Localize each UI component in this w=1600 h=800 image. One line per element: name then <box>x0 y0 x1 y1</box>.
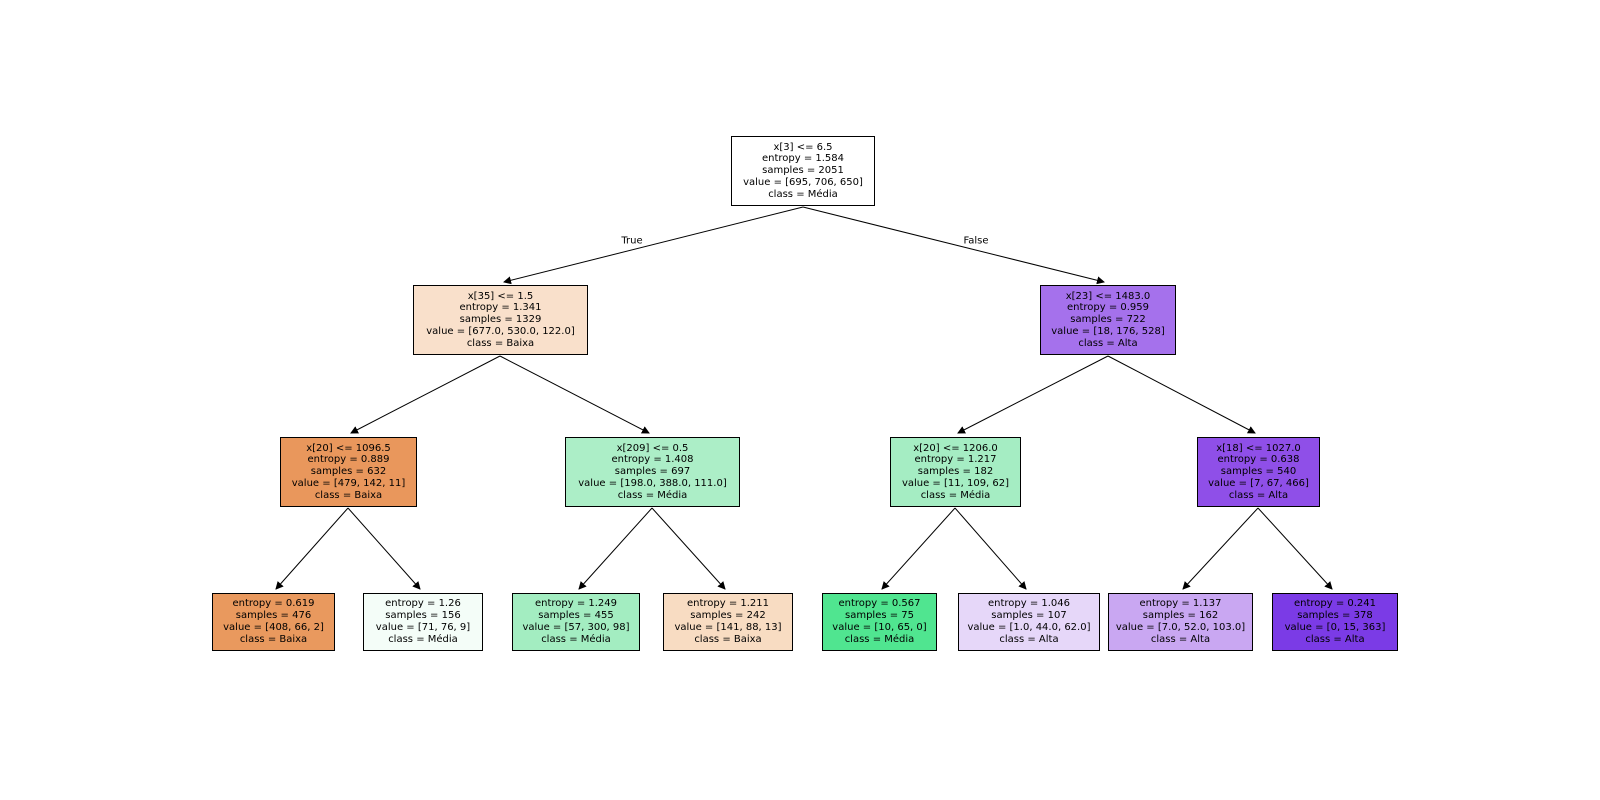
node-condition: x[23] <= 1483.0 <box>1065 290 1151 302</box>
edge-n4-right <box>651 507 726 590</box>
node-class: class = Alta <box>1228 489 1289 501</box>
node-samples: samples = 455 <box>538 610 614 622</box>
node-samples: samples = 476 <box>235 610 312 622</box>
node-value: value = [141, 88, 13] <box>674 622 782 633</box>
node-value: value = [0, 15, 363] <box>1284 622 1386 633</box>
node-samples: samples = 540 <box>1220 466 1297 478</box>
node-entropy: entropy = 1.211 <box>686 598 770 610</box>
edge-label-false: False <box>963 235 989 247</box>
edge-n3-left <box>275 507 349 590</box>
node-entropy: entropy = 1.341 <box>459 302 542 314</box>
node-condition: x[35] <= 1.5 <box>467 290 534 302</box>
edge-label-true: True <box>621 235 643 247</box>
node-value: value = [695, 706, 650] <box>743 176 863 188</box>
tree-node-l3-3: x[20] <= 1206.0 entropy = 1.217 samples … <box>890 437 1021 507</box>
node-samples: samples = 162 <box>1142 610 1219 622</box>
node-value: value = [71, 76, 9] <box>375 622 471 633</box>
edge-n3-right <box>347 507 421 590</box>
node-entropy: entropy = 1.584 <box>761 153 845 165</box>
tree-leaf-7: entropy = 1.137 samples = 162 value = [7… <box>1108 593 1253 651</box>
node-condition: x[20] <= 1206.0 <box>913 442 998 454</box>
node-value: value = [1.0, 44.0, 62.0] <box>967 622 1091 633</box>
node-entropy: entropy = 1.217 <box>914 454 997 466</box>
node-value: value = [10, 65, 0] <box>832 622 927 633</box>
node-samples: samples = 632 <box>310 466 387 478</box>
node-class: class = Baixa <box>694 633 762 645</box>
edge-n5-right <box>954 507 1027 590</box>
tree-leaf-3: entropy = 1.249 samples = 455 value = [5… <box>512 593 640 651</box>
node-samples: samples = 107 <box>991 610 1067 622</box>
tree-node-l3-1: x[20] <= 1096.5 entropy = 0.889 samples … <box>280 437 417 507</box>
node-samples: samples = 1329 <box>459 314 542 326</box>
node-class: class = Média <box>844 633 915 645</box>
tree-leaf-4: entropy = 1.211 samples = 242 value = [1… <box>663 593 793 651</box>
node-class: class = Média <box>541 633 611 645</box>
node-entropy: entropy = 0.619 <box>232 598 315 610</box>
node-entropy: entropy = 0.959 <box>1066 302 1150 314</box>
edge-n1-right <box>499 355 650 434</box>
tree-node-l2-right: x[23] <= 1483.0 entropy = 0.959 samples … <box>1040 285 1176 355</box>
node-entropy: entropy = 1.249 <box>534 598 618 610</box>
node-value: value = [7.0, 52.0, 103.0] <box>1115 622 1246 633</box>
tree-leaf-5: entropy = 0.567 samples = 75 value = [10… <box>822 593 937 651</box>
edge-n1-left <box>350 355 501 434</box>
node-class: class = Alta <box>1078 337 1138 349</box>
node-samples: samples = 722 <box>1070 314 1146 326</box>
tree-leaf-1: entropy = 0.619 samples = 476 value = [4… <box>212 593 335 651</box>
node-samples: samples = 2051 <box>762 165 844 177</box>
tree-leaf-2: entropy = 1.26 samples = 156 value = [71… <box>363 593 483 651</box>
node-value: value = [408, 66, 2] <box>223 622 324 633</box>
node-value: value = [18, 176, 528] <box>1051 325 1165 337</box>
node-samples: samples = 75 <box>844 610 915 622</box>
node-entropy: entropy = 1.408 <box>611 454 694 466</box>
edge-n2-left <box>957 355 1109 434</box>
node-condition: x[3] <= 6.5 <box>773 141 833 153</box>
tree-leaf-6: entropy = 1.046 samples = 107 value = [1… <box>958 593 1100 651</box>
tree-node-l3-2: x[209] <= 0.5 entropy = 1.408 samples = … <box>565 437 740 507</box>
node-value: value = [11, 109, 62] <box>901 477 1010 489</box>
node-entropy: entropy = 1.046 <box>987 598 1071 610</box>
node-samples: samples = 697 <box>614 466 691 478</box>
node-condition: x[18] <= 1027.0 <box>1216 442 1301 454</box>
node-entropy: entropy = 1.26 <box>385 598 461 610</box>
node-entropy: entropy = 0.638 <box>1217 454 1300 466</box>
node-class: class = Média <box>768 188 838 200</box>
edge-root-true <box>503 206 804 285</box>
node-class: class = Média <box>388 633 458 645</box>
edge-root-false <box>802 206 1105 285</box>
edge-n2-right <box>1107 355 1256 434</box>
node-value: value = [198.0, 388.0, 111.0] <box>578 477 727 489</box>
tree-leaf-8: entropy = 0.241 samples = 378 value = [0… <box>1272 593 1398 651</box>
node-condition: x[209] <= 0.5 <box>616 442 689 454</box>
edge-n4-left <box>578 507 653 590</box>
node-class: class = Alta <box>1305 633 1365 645</box>
edge-n5-left <box>881 507 956 590</box>
node-value: value = [677.0, 530.0, 122.0] <box>426 325 575 337</box>
tree-node-root: x[3] <= 6.5 entropy = 1.584 samples = 20… <box>731 136 875 206</box>
node-entropy: entropy = 0.567 <box>838 598 921 610</box>
node-samples: samples = 242 <box>690 610 766 622</box>
edge-n6-left <box>1182 507 1259 590</box>
node-class: class = Média <box>617 489 688 501</box>
node-samples: samples = 156 <box>385 610 461 622</box>
node-class: class = Alta <box>1150 633 1211 645</box>
node-class: class = Baixa <box>466 337 535 349</box>
node-class: class = Alta <box>999 633 1059 645</box>
node-value: value = [57, 300, 98] <box>522 622 630 633</box>
node-class: class = Média <box>920 489 991 501</box>
node-samples: samples = 182 <box>917 466 994 478</box>
tree-node-l2-left: x[35] <= 1.5 entropy = 1.341 samples = 1… <box>413 285 588 355</box>
node-value: value = [479, 142, 11] <box>291 477 406 489</box>
node-entropy: entropy = 0.241 <box>1293 598 1377 610</box>
node-condition: x[20] <= 1096.5 <box>306 442 391 454</box>
edge-n6-right <box>1257 507 1333 590</box>
node-value: value = [7, 67, 466] <box>1208 477 1309 489</box>
node-entropy: entropy = 1.137 <box>1139 598 1222 610</box>
node-class: class = Baixa <box>239 633 308 645</box>
node-class: class = Baixa <box>314 489 383 501</box>
node-samples: samples = 378 <box>1297 610 1373 622</box>
node-entropy: entropy = 0.889 <box>307 454 390 466</box>
tree-node-l3-4: x[18] <= 1027.0 entropy = 0.638 samples … <box>1197 437 1320 507</box>
